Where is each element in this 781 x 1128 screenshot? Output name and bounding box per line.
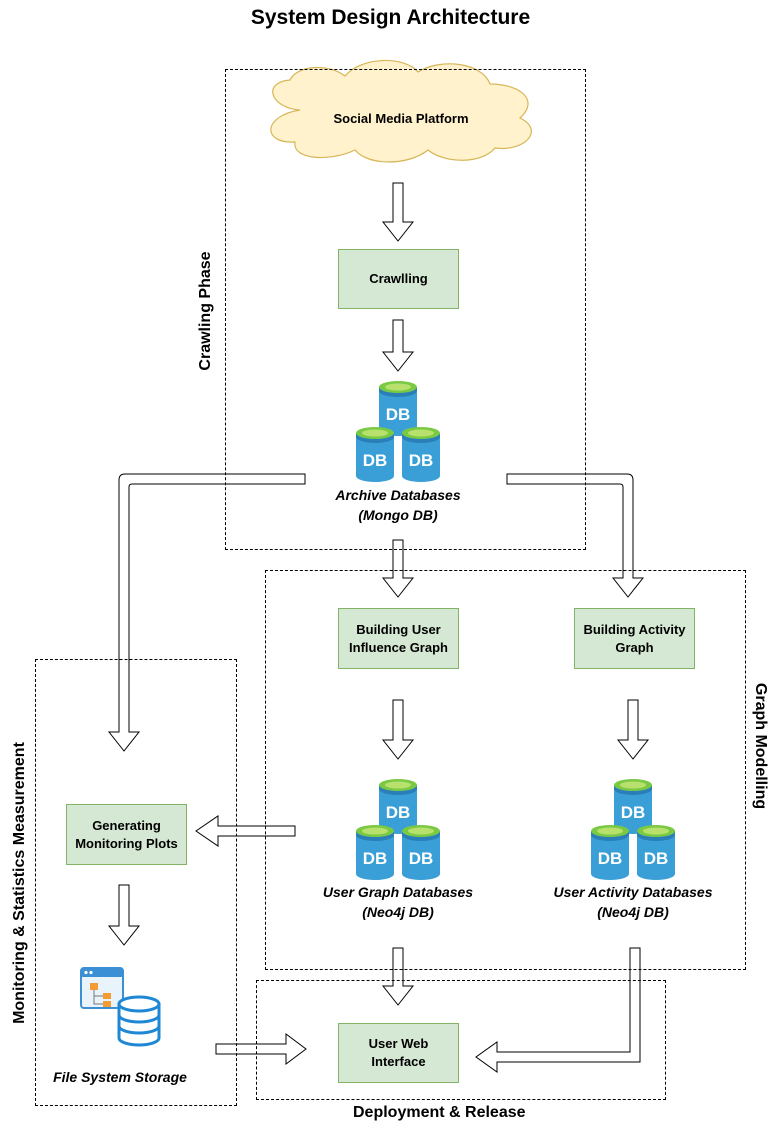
graph-modelling-label: Graph Modelling [752,682,769,810]
deployment-group [256,980,666,1100]
arrow-archive-to-monitoring [107,473,306,752]
building-activity-graph-box: Building Activity Graph [574,608,695,669]
arrow-plots-to-storage [107,884,141,946]
arrow-storage-to-web [215,1033,307,1065]
crawling-phase-label: Crawling Phase [197,251,214,371]
arrow-influence-to-usergraph [381,699,415,760]
graph-modelling-group [265,570,746,970]
deployment-label: Deployment & Release [353,1104,526,1121]
user-graph-databases-type: (Neo4j DB) [362,903,434,920]
arrow-useractivity-to-web [475,947,641,1073]
monitoring-label: Monitoring & Statistics Measurement [11,742,28,1024]
user-web-interface-box: User Web Interface [338,1023,459,1083]
arrow-crawling-to-archive [381,319,415,372]
arrow-archive-to-influence [381,539,415,598]
arrow-usergraph-to-plots [195,815,296,847]
arrow-activity-to-useractivity [616,699,650,760]
monitoring-group [35,659,237,1106]
arrow-cloud-to-crawling [381,182,415,242]
crawling-box: Crawlling [338,249,459,309]
arrow-usergraph-to-web [381,947,415,1006]
archive-databases-name: Archive Databases [335,487,461,503]
diagram-title: System Design Architecture [250,6,531,29]
user-graph-databases-name: User Graph Databases [322,884,474,900]
user-graph-databases-caption: User Graph Databases (Neo4j DB) [288,883,508,922]
building-user-influence-graph-box: Building User Influence Graph [338,608,459,669]
archive-databases-type: (Mongo DB) [358,506,438,523]
generating-monitoring-plots-box: Generating Monitoring Plots [66,804,187,865]
file-system-storage-icon [80,967,161,1047]
file-system-storage-caption: File System Storage [53,1069,187,1085]
arrow-archive-to-activity [506,473,645,598]
archive-databases-caption: Archive Databases (Mongo DB) [298,486,498,525]
user-activity-databases-caption: User Activity Databases (Neo4j DB) [523,883,743,922]
user-activity-databases-name: User Activity Databases [553,884,713,900]
crawling-phase-group [225,69,586,550]
social-media-platform-label: Social Media Platform [333,111,469,126]
user-activity-databases-type: (Neo4j DB) [597,903,669,920]
